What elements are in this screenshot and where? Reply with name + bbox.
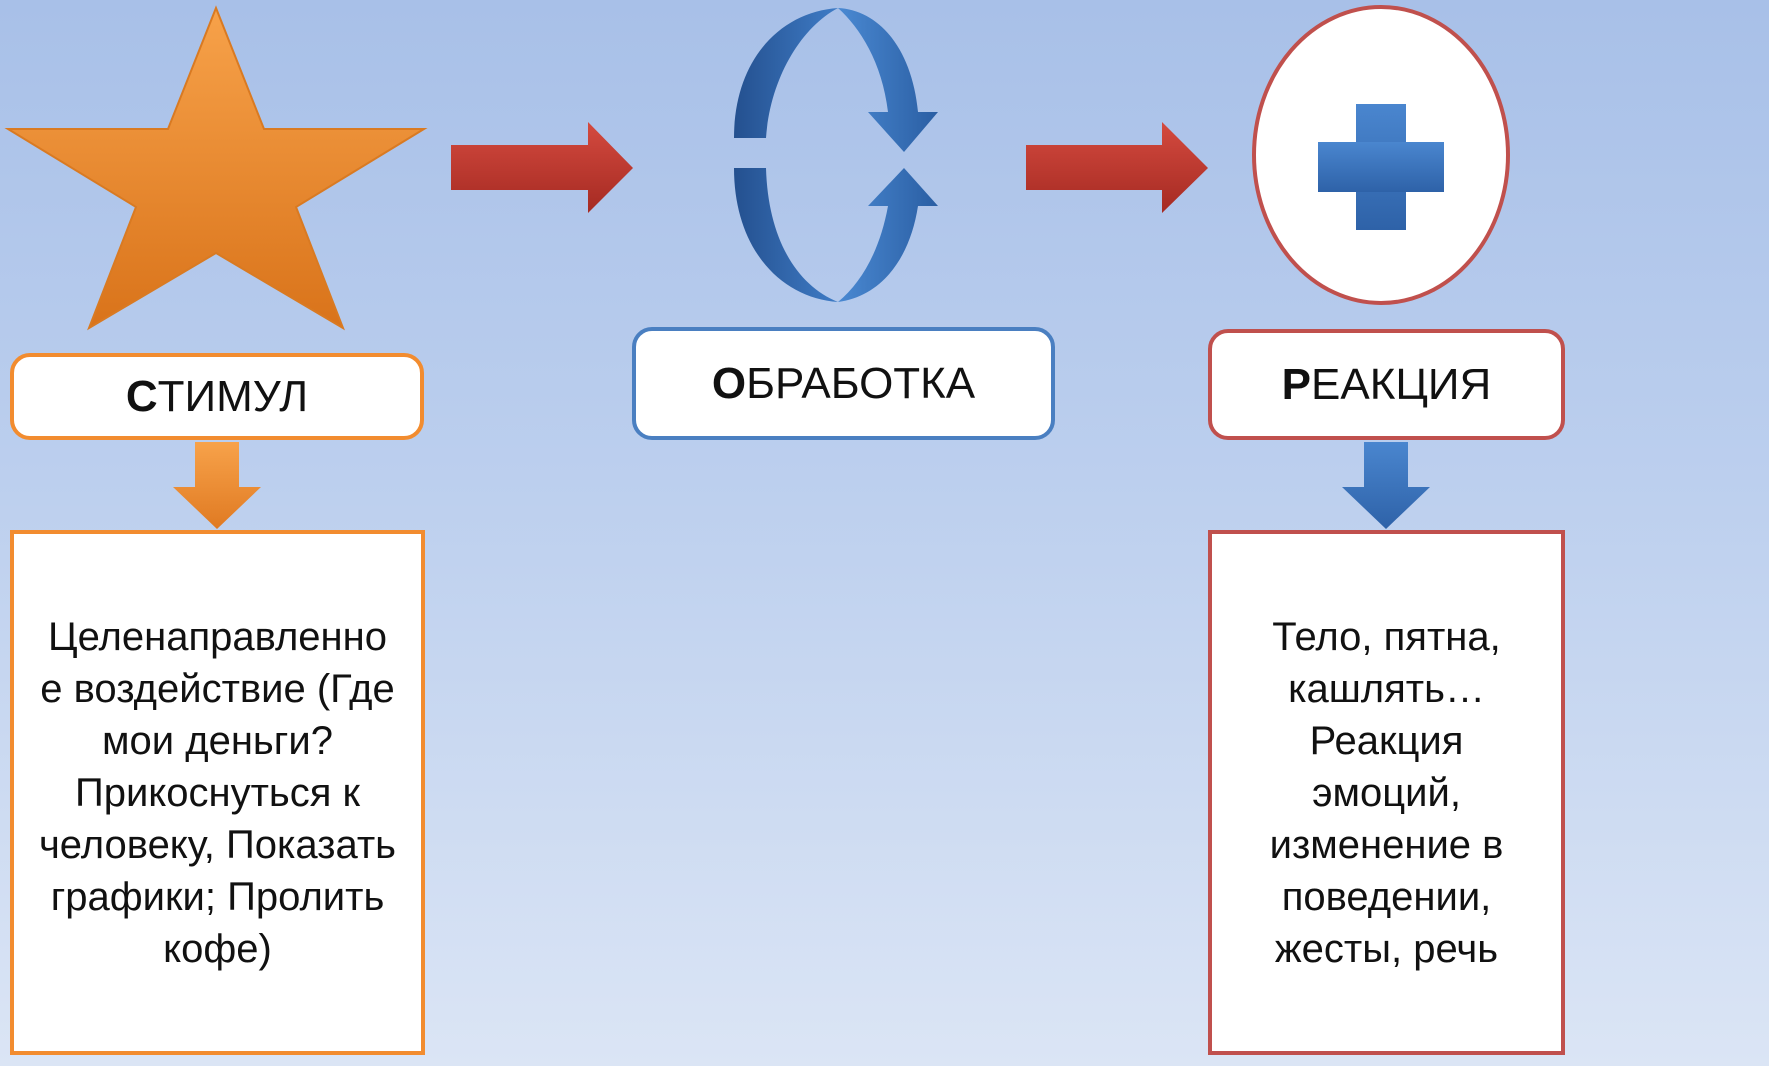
star-icon (4, 5, 428, 331)
arrow-right-icon (1026, 122, 1208, 213)
stage-label-text: ЕАКЦИЯ (1311, 359, 1492, 409)
stimul-description: Целенаправленно е воздействие (Где мои д… (38, 614, 397, 971)
arrow-right-icon (451, 122, 633, 213)
stage-label-initial: С (125, 371, 158, 421)
stage-label-text: ТИМУЛ (157, 371, 309, 421)
stage-label-initial: Р (1281, 359, 1312, 409)
stimul-description-box: Целенаправленно е воздействие (Где мои д… (10, 530, 425, 1055)
arrow-down-icon (1342, 442, 1430, 529)
plus-circle-icon (1252, 5, 1510, 305)
stage-label-initial: О (711, 358, 747, 408)
cycle-arrows-icon (734, 8, 938, 302)
stage-label-text: БРАБОТКА (746, 358, 976, 408)
reakciya-description: Тело, пятна, кашлять… Реакция эмоций, из… (1269, 614, 1504, 971)
plus-icon (1318, 104, 1444, 230)
reakciya-description-box: Тело, пятна, кашлять… Реакция эмоций, из… (1208, 530, 1565, 1055)
arrow-down-icon (173, 442, 261, 529)
